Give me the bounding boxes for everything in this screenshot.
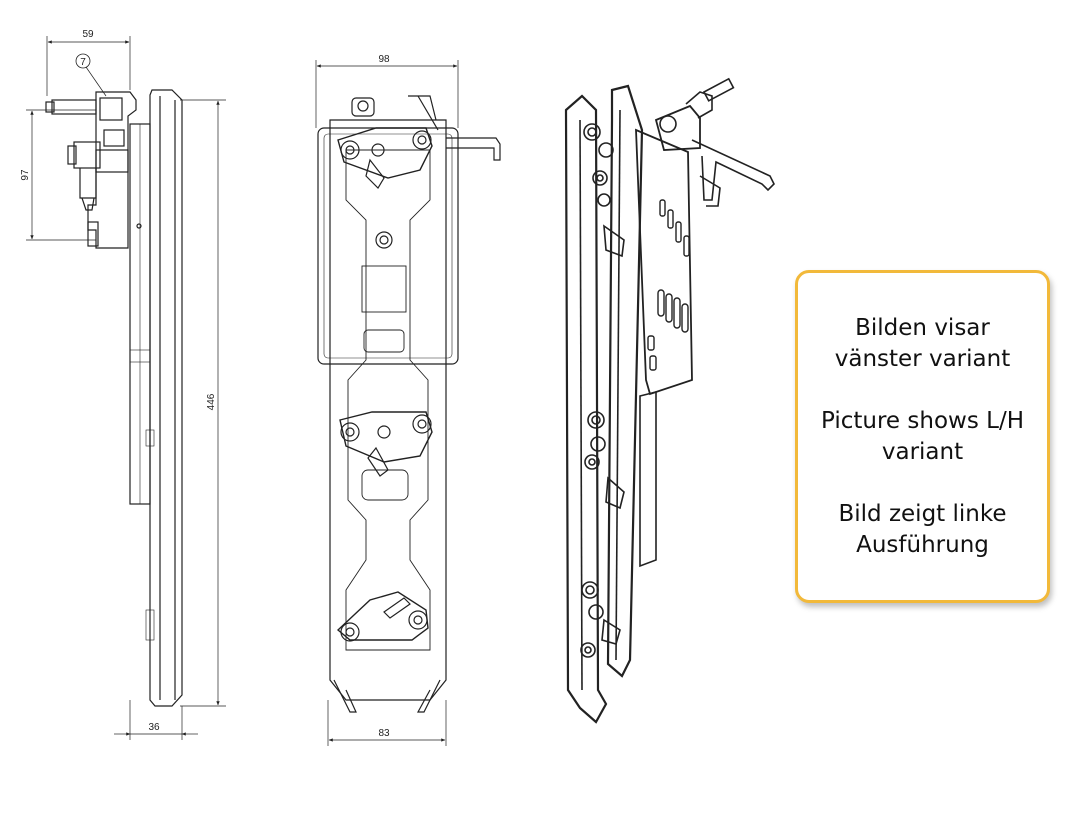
note-line-sv-1: Bilden visar	[855, 314, 990, 341]
dim-total-height: 446	[206, 393, 217, 410]
callout-number: 7	[80, 57, 86, 68]
side-view	[26, 36, 226, 740]
language-note-box: Bilden visar vänster variant Picture sho…	[795, 270, 1050, 603]
dim-side-height: 97	[20, 169, 31, 181]
dim-side-width: 59	[82, 29, 94, 40]
dim-front-top-width: 98	[378, 54, 390, 65]
note-line-de-1: Bild zeigt linke	[838, 500, 1007, 527]
note-line-en-1: Picture shows L/H	[820, 407, 1024, 434]
dim-front-bottom-width: 83	[378, 728, 390, 739]
note-line-en-2: variant	[881, 438, 964, 465]
perspective-view	[564, 77, 775, 724]
dim-bottom-width: 36	[148, 722, 160, 733]
front-view	[315, 60, 501, 746]
note-line-sv-2: vänster variant	[834, 345, 1011, 372]
note-line-de-2: Ausführung	[856, 531, 989, 558]
